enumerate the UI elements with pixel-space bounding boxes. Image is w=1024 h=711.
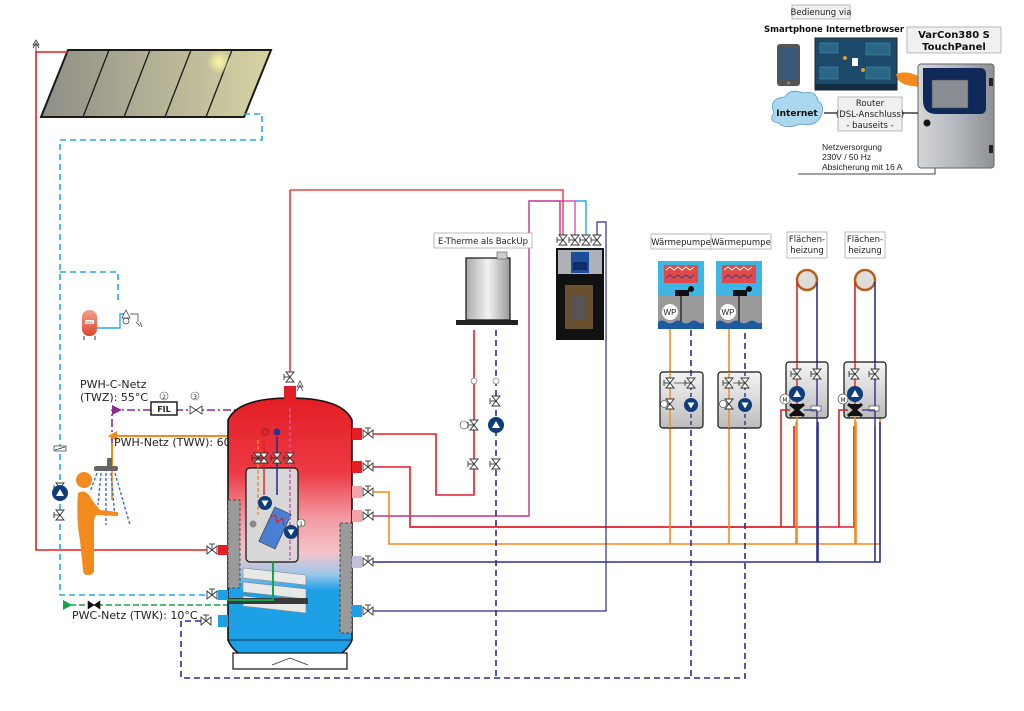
svg-text:M: M [782,397,787,404]
backup-flow-line [373,330,475,496]
svg-text:Wärmepumpe: Wärmepumpe [651,238,711,248]
mixing-station-1: M [779,361,829,426]
air-vent-icon [32,39,40,52]
svg-text:PWC-Netz (TWK): 10°C: PWC-Netz (TWK): 10°C [72,609,198,622]
svg-text:Flächen-: Flächen- [847,235,883,245]
svg-text:VarCon380 S: VarCon380 S [918,30,990,41]
circulation-inlet-arrow [112,405,122,415]
svg-text:heizung: heizung [848,246,882,256]
svg-text:- bauseits -: - bauseits - [846,121,893,131]
svg-text:heizung: heizung [790,246,824,256]
shower-head-icon [94,458,118,471]
svg-text:MAG: MAG [86,320,94,324]
heat-pump-station-2 [717,371,762,429]
red-top-line [290,189,564,236]
circulation-pump-icon [52,485,68,501]
cold-water-inlet-arrow [63,600,72,610]
floor-heating-coil-2 [853,268,877,362]
heat-pump-1: WP [658,261,704,329]
return-line [373,422,881,563]
svg-text:WP: WP [664,308,677,317]
svg-text:1: 1 [299,521,303,528]
mixing-station-2: M [837,361,887,426]
power-cable [798,168,936,175]
person-icon [76,472,118,575]
pump-icon [738,398,752,412]
heat-pump-2: WP [716,261,762,329]
svg-text:E-Therme als BackUp: E-Therme als BackUp [438,237,528,247]
warm-line [373,398,881,545]
solar-return-line [59,113,263,596]
magenta-line [373,200,561,517]
shower-spray [89,472,131,526]
svg-text:2: 2 [162,394,166,401]
buffer-tank: 1 [218,190,362,670]
svg-text:Internetbrowser: Internetbrowser [826,25,905,35]
heat-pump-flow-line [373,426,855,528]
varcon-touchpanel-cabinet [917,63,995,169]
svg-text:FIL: FIL [157,405,171,414]
svg-text:Bedienung via: Bedienung via [791,8,852,18]
check-valve-icon [189,405,203,415]
svg-text:M: M [840,397,845,404]
electric-boiler [456,251,518,325]
svg-text:Smartphone: Smartphone [764,25,823,35]
return-dashed-line [180,330,746,679]
heat-pump-station-1 [659,371,704,429]
svg-text:WP: WP [722,308,735,317]
svg-text:Absicherung mit 16 A: Absicherung mit 16 A [822,162,903,172]
svg-text:Router: Router [856,99,885,109]
smartphone-icon [777,44,800,86]
floor-heating-coil-1 [795,268,819,362]
solar-flow-line [35,51,210,551]
svg-text:(TWZ): 55°C: (TWZ): 55°C [80,391,148,404]
svg-text:3: 3 [193,394,197,401]
svg-text:PWH-C-Netz: PWH-C-Netz [80,378,147,391]
svg-text:(DSL-Anschluss): (DSL-Anschluss) [836,110,904,120]
svg-text:Internet: Internet [776,109,818,119]
backup-pump-icon [488,417,504,433]
svg-text:TouchPanel: TouchPanel [922,42,986,53]
svg-text:Netzversorgung: Netzversorgung [822,142,882,152]
browser-screen-icon [814,37,898,91]
hydraulic-station [556,248,604,340]
svg-text:Flächen-: Flächen- [789,235,825,245]
svg-text:Wärmepumpe: Wärmepumpe [711,238,771,248]
svg-text:230V / 50 Hz: 230V / 50 Hz [822,152,871,162]
internet-cloud: Internet [771,90,823,128]
pump-icon [684,398,698,412]
solar-collector [39,49,273,118]
expansion-vessel: MAG [82,310,97,340]
filter: FIL [150,401,178,416]
svg-text:PWH-Netz (TWW): 60°C: PWH-Netz (TWW): 60°C [114,436,244,449]
